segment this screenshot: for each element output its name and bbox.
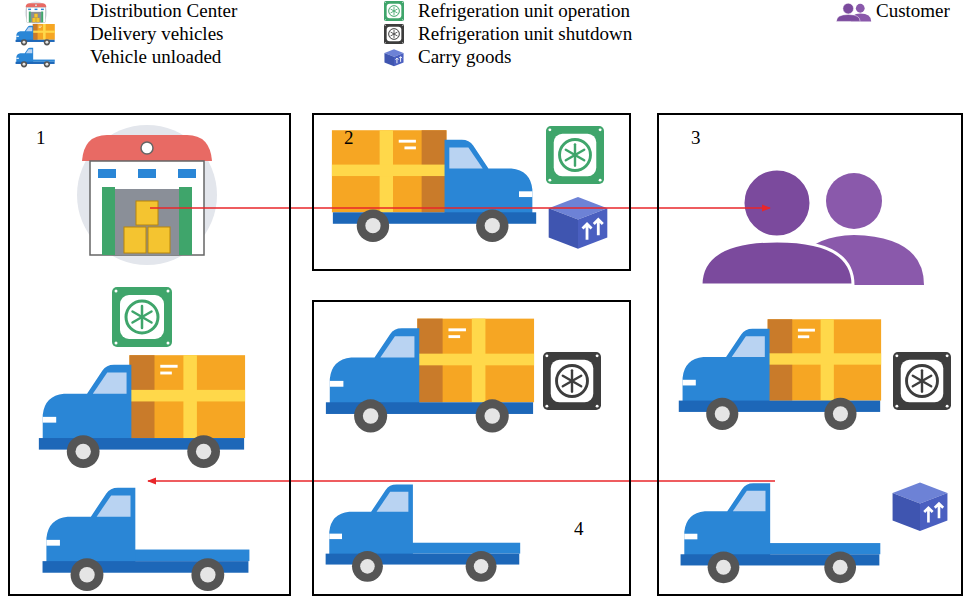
fridge-picture — [546, 126, 604, 184]
step-number: 2 — [344, 127, 354, 149]
warehouse-icon — [25, 2, 47, 24]
truck-picture — [332, 130, 536, 242]
legend-label: Vehicle unloaded — [90, 46, 221, 68]
legend-icons — [16, 1, 872, 67]
truck-picture — [326, 319, 534, 433]
step-number: 4 — [574, 518, 584, 540]
step-number: 1 — [36, 127, 46, 149]
legend-label: Refrigeration unit shutdown — [418, 23, 632, 45]
stage-panel: 3 — [657, 113, 963, 596]
stage-panel: 2 — [312, 113, 631, 271]
flow-arrow — [150, 207, 770, 209]
legend-label: Refrigeration unit operation — [418, 0, 630, 22]
flow-arrow — [148, 480, 775, 482]
truck-picture — [326, 485, 521, 582]
legend-label: Delivery vehicles — [90, 23, 223, 45]
truck-picture — [39, 355, 245, 468]
truck-picture — [679, 319, 881, 430]
step-number: 3 — [691, 127, 701, 149]
legend-label: Distribution Center — [90, 0, 237, 22]
legend-label: Carry goods — [418, 46, 511, 68]
fridge-icon — [384, 1, 404, 21]
goods-picture — [549, 197, 608, 249]
legend-label: Customer — [876, 0, 950, 22]
stage-panel: 1 — [8, 113, 291, 596]
fridge-picture — [543, 352, 601, 410]
fridge-picture — [112, 287, 172, 347]
goods-picture — [893, 482, 948, 531]
customer-picture — [701, 169, 924, 285]
truck-icon — [16, 24, 55, 45]
truck-picture — [681, 483, 881, 583]
truck-icon — [16, 48, 55, 68]
fridge-icon — [384, 24, 404, 44]
fridge-picture — [893, 352, 951, 410]
warehouse-picture — [77, 125, 217, 265]
truck-picture — [43, 488, 250, 591]
goods-icon — [384, 49, 403, 66]
panel-pictures — [39, 125, 951, 591]
customer-icon — [836, 3, 871, 21]
stage-panel: 4 — [312, 300, 631, 596]
